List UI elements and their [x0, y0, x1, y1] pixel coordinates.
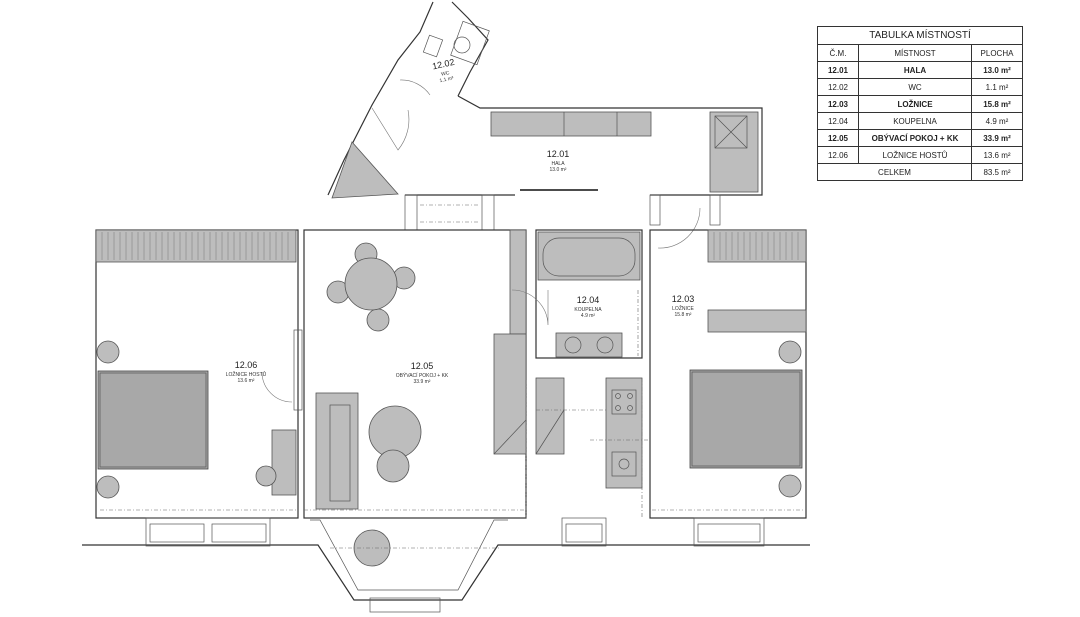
label-12-02: 12.02 WC 1.1 m²	[431, 57, 455, 84]
svg-text:HALA: HALA	[551, 161, 565, 167]
facade	[82, 517, 810, 613]
svg-text:1.1 m²: 1.1 m²	[439, 75, 454, 84]
svg-text:WC: WC	[441, 70, 451, 78]
svg-text:LOŽNICE: LOŽNICE	[672, 304, 694, 312]
table-row: 12.06 LOŽNICE HOSTŮ 13.6 m²	[817, 146, 1023, 164]
svg-text:13.6 m²: 13.6 m²	[238, 378, 255, 384]
label-12-05: 12.05 OBÝVACÍ POKOJ + KK 33.9 m²	[396, 361, 449, 385]
table-row: 12.02 WC 1.1 m²	[817, 78, 1023, 96]
svg-text:12.01: 12.01	[547, 149, 570, 159]
svg-text:12.02: 12.02	[431, 57, 455, 71]
room-obyvaci-pokoj	[303, 229, 527, 519]
table-row: 12.05 OBÝVACÍ POKOJ + KK 33.9 m²	[817, 129, 1023, 147]
table-title: TABULKA MÍSTNOSTÍ	[817, 26, 1023, 45]
table-row: 12.01 HALA 13.0 m²	[817, 61, 1023, 79]
label-12-06: 12.06 LOŽNICE HOSTŮ 13.6 m²	[226, 360, 267, 384]
header-cm: Č.M.	[817, 44, 859, 62]
svg-text:12.04: 12.04	[577, 295, 600, 305]
label-12-01: 12.01 HALA 13.0 m²	[547, 149, 570, 173]
room-table: TABULKA MÍSTNOSTÍ Č.M. MÍSTNOST PLOCHA 1…	[817, 26, 1023, 181]
svg-text:12.03: 12.03	[672, 294, 695, 304]
header-mistnost: MÍSTNOST	[858, 44, 972, 62]
table-total-row: CELKEM 83.5 m²	[817, 163, 1023, 181]
header-plocha: PLOCHA	[971, 44, 1023, 62]
room-loznice	[649, 229, 807, 519]
svg-text:LOŽNICE HOSTŮ: LOŽNICE HOSTŮ	[226, 370, 267, 378]
total-label: CELKEM	[817, 163, 972, 181]
svg-text:OBÝVACÍ POKOJ + KK: OBÝVACÍ POKOJ + KK	[396, 372, 449, 379]
kitchen	[535, 377, 648, 518]
room-koupelna	[511, 229, 643, 359]
table-row: 12.03 LOŽNICE 15.8 m²	[817, 95, 1023, 113]
room-loznice-hostu	[95, 229, 303, 519]
floor-plan: 12.01 HALA 13.0 m² 12.02 WC 1.1 m² 12.03…	[82, 1, 810, 613]
svg-text:12.05: 12.05	[411, 361, 434, 371]
svg-text:KOUPELNA: KOUPELNA	[574, 307, 602, 313]
label-12-04: 12.04 KOUPELNA 4.9 m²	[574, 295, 602, 319]
svg-text:13.0 m²: 13.0 m²	[550, 167, 567, 173]
wc-wing	[327, 1, 490, 199]
room-hala	[405, 95, 763, 196]
svg-text:33.9 m²: 33.9 m²	[414, 379, 431, 385]
label-12-03: 12.03 LOŽNICE 15.8 m²	[672, 294, 695, 318]
table-row: 12.04 KOUPELNA 4.9 m²	[817, 112, 1023, 130]
svg-text:12.06: 12.06	[235, 360, 258, 370]
svg-text:4.9 m²: 4.9 m²	[581, 313, 596, 319]
total-area: 83.5 m²	[971, 163, 1023, 181]
svg-text:15.8 m²: 15.8 m²	[675, 312, 692, 318]
